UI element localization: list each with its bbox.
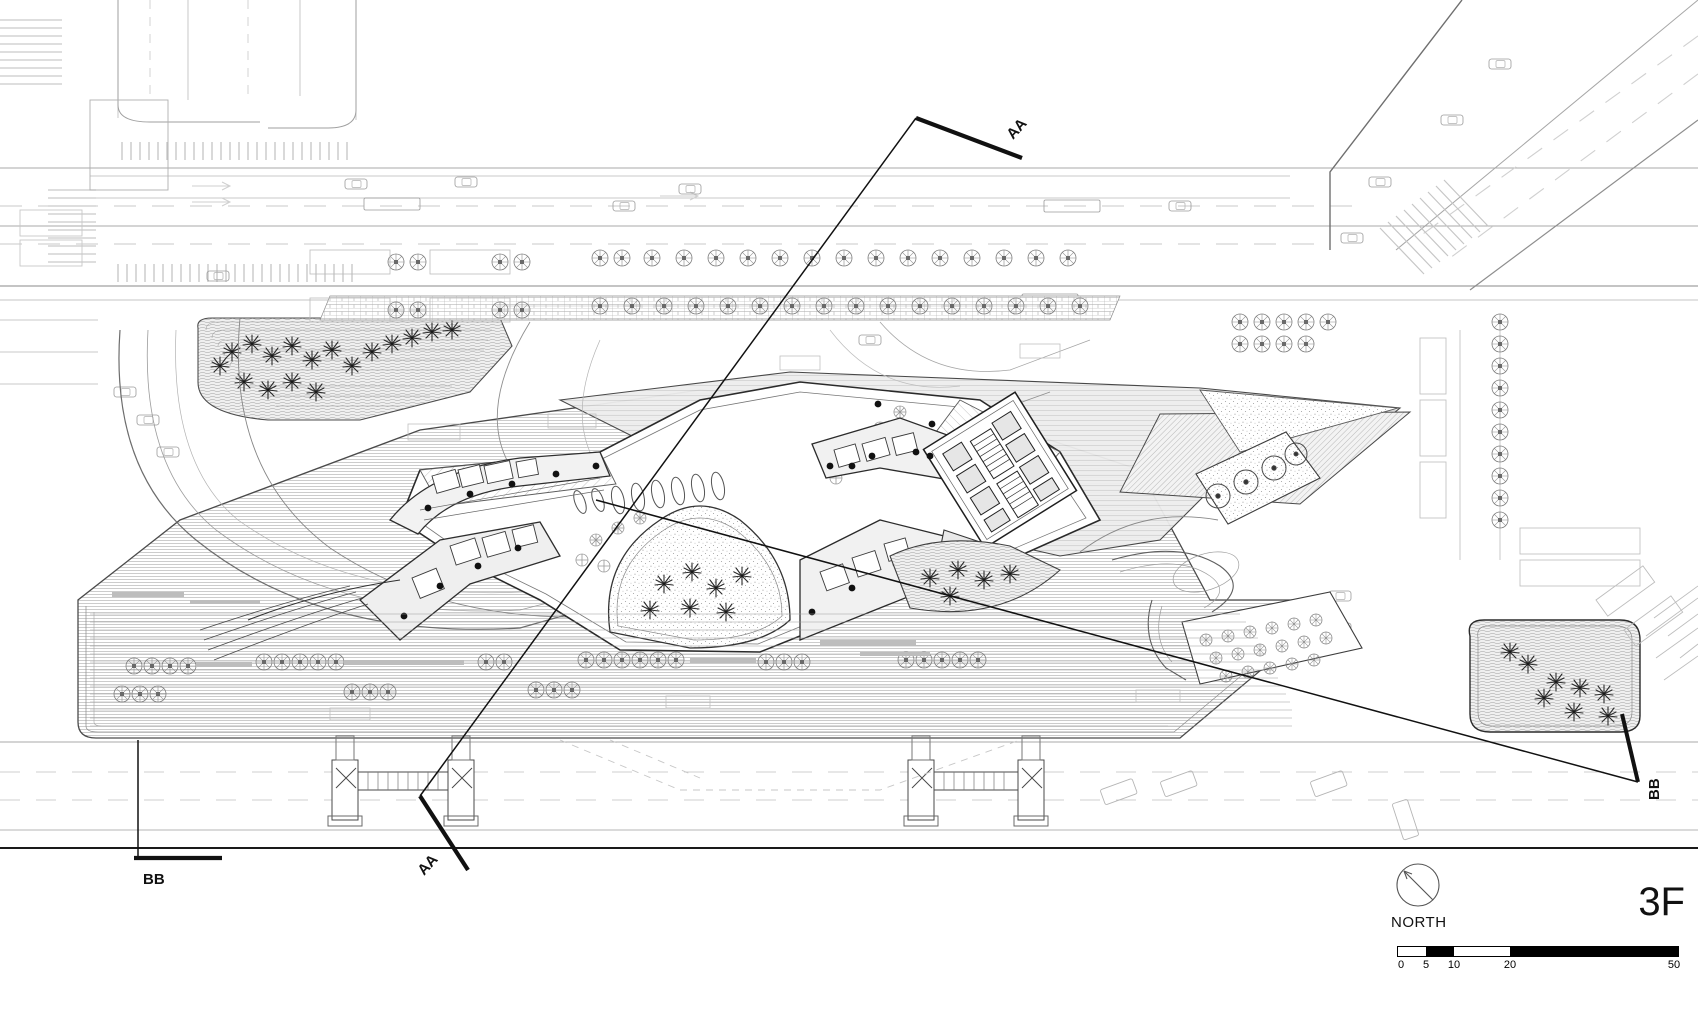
north-label: NORTH	[1391, 914, 1447, 931]
north-arrow-icon	[1396, 863, 1440, 907]
northwest-planting-bed	[197, 317, 513, 421]
pedestrian-footbridge-west	[327, 735, 479, 827]
deck-service-boxes	[329, 343, 1181, 721]
floor-level-label: 3F	[1638, 880, 1685, 924]
scale-bar-segment	[1398, 947, 1426, 956]
section-line-AA	[418, 116, 1023, 872]
parking-bays-left	[0, 209, 98, 385]
scale-bar-segment	[1426, 947, 1454, 956]
podium-fan-lines	[199, 579, 401, 661]
east-ramp-loop	[1079, 516, 1240, 613]
section-label-BB-left: BB	[143, 871, 165, 888]
scale-bar-segment	[1454, 947, 1510, 956]
scale-bar-track	[1397, 946, 1679, 957]
northeast-tower-core	[848, 391, 1078, 549]
southeast-triangular-island	[1468, 619, 1641, 733]
northeast-diagonal-road	[1329, 0, 1698, 291]
angled-parking-east	[1595, 565, 1698, 681]
pedestrian-footbridge-east	[903, 735, 1049, 827]
skylight-ovals	[610, 471, 726, 515]
scale-bar-tick-label: 50	[1667, 959, 1681, 971]
street-tree-row-podium	[112, 592, 987, 675]
section-label-BB-right: BB	[1646, 778, 1663, 800]
scale-bar-tick-label: 10	[1447, 959, 1461, 971]
scale-bar-tick-label: 0	[1397, 959, 1405, 971]
road-network-north	[0, 0, 1698, 301]
drawing-legend: NORTH 3F 0 5 10 20 50	[1391, 862, 1685, 977]
boulevard-tree-rows-north	[309, 249, 1089, 323]
south-road	[0, 741, 1698, 849]
east-circular-planters	[1195, 431, 1321, 525]
scale-bar-tick-label: 5	[1422, 959, 1430, 971]
southeast-tree-grid	[1147, 591, 1363, 685]
east-planting-bed	[889, 540, 1061, 613]
scale-bar-segment	[1510, 947, 1678, 956]
scale-bar-tick-label: 20	[1503, 959, 1517, 971]
west-wing-building	[359, 451, 611, 641]
parked-vehicles-south	[1100, 770, 1419, 841]
section-line-BB	[134, 499, 1640, 861]
skylight-ovals-west	[573, 488, 605, 514]
podium-deck-lines	[90, 613, 1292, 727]
projection-lines	[559, 739, 1021, 791]
scale-bar: 0 5 10 20 50	[1397, 946, 1680, 971]
